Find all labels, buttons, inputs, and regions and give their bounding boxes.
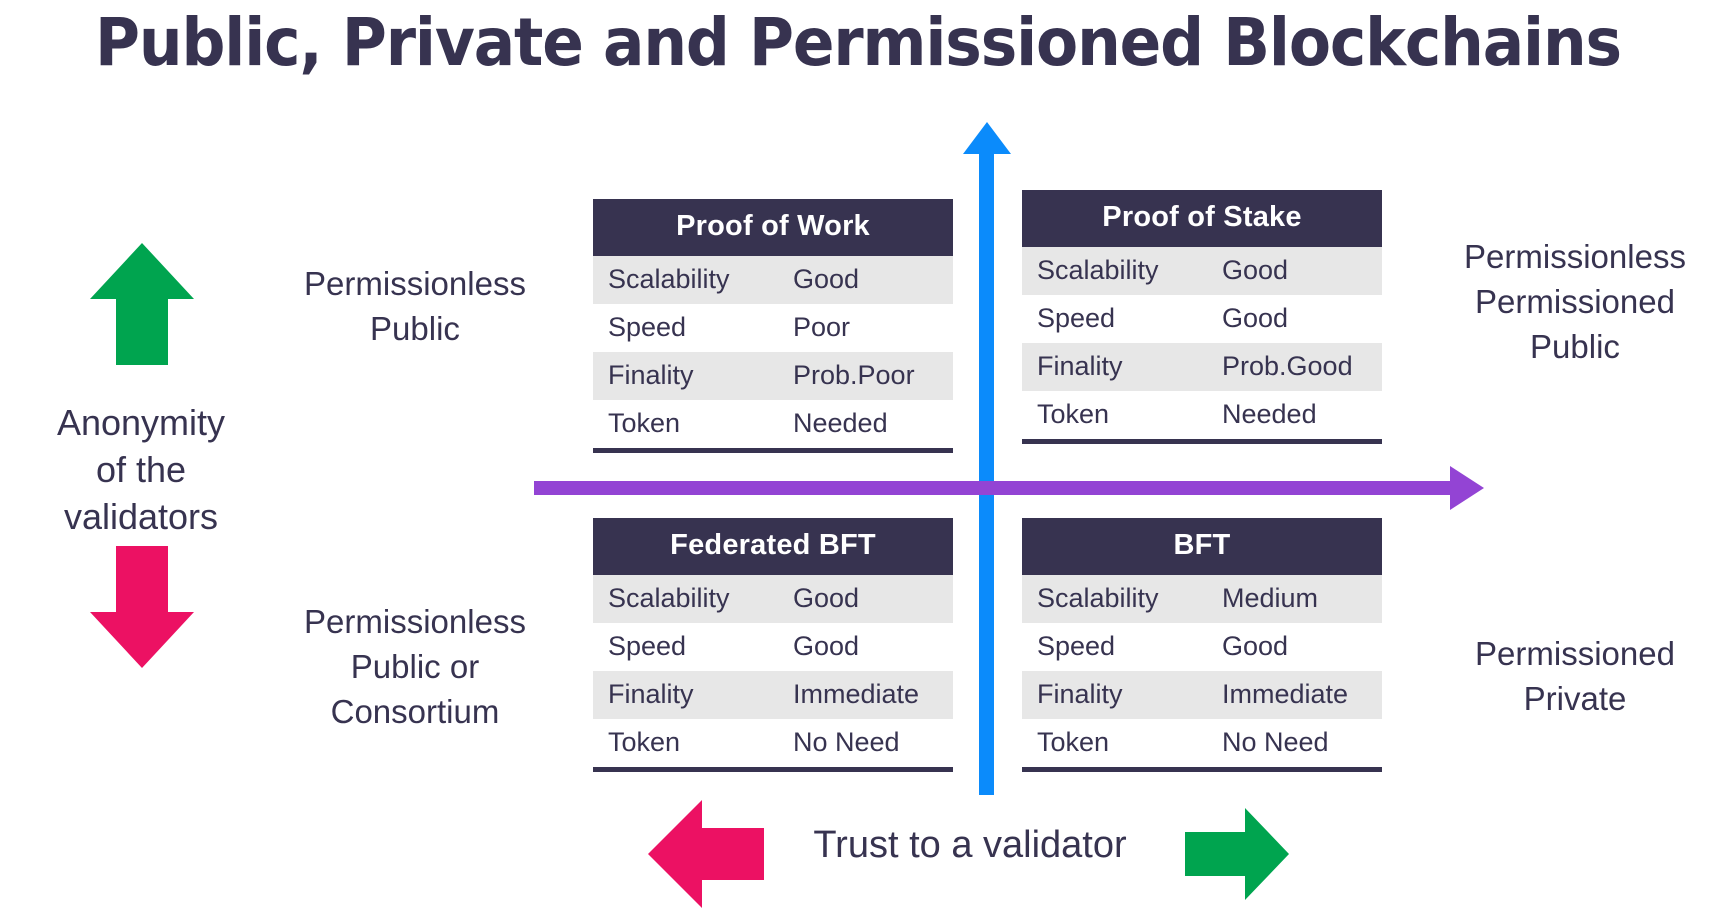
- row-label: Finality: [608, 360, 694, 390]
- row-label: Finality: [1037, 351, 1123, 381]
- arrow-left-icon: [648, 800, 764, 908]
- table-bottom-rule: [1022, 439, 1382, 444]
- table-bottom-rule: [593, 448, 953, 453]
- row-value: No Need: [793, 727, 900, 757]
- horizontal-axis-shaft: [534, 481, 1452, 495]
- row-label: Speed: [1037, 303, 1116, 333]
- table-header-federated-bft: Federated BFT: [593, 518, 953, 575]
- quadrant-label-top-right-line-2: Permissioned: [1475, 282, 1675, 320]
- table-row: Token No Need: [1022, 719, 1382, 767]
- row-value: Prob.Good: [1222, 351, 1353, 381]
- quadrant-label-bottom-left-line-1: Permissionless: [304, 603, 526, 640]
- row-label: Token: [608, 727, 681, 757]
- table-row: Scalability Good: [593, 575, 953, 623]
- table-row: Speed Good: [1022, 623, 1382, 671]
- quadrant-label-top-left-line-1: Permissionless: [304, 265, 526, 302]
- table-row: Finality Prob.Poor: [593, 352, 953, 400]
- horizontal-axis-arrowhead-icon: [1450, 466, 1484, 510]
- table-header-proof-of-work: Proof of Work: [593, 199, 953, 256]
- quadrant-label-top-right-line-3: Public: [1530, 327, 1620, 365]
- table-row: Speed Good: [593, 623, 953, 671]
- table-row: Token Needed: [1022, 391, 1382, 439]
- anonymity-line-3: validators: [63, 495, 219, 537]
- row-value: Needed: [793, 408, 888, 438]
- table-row: Scalability Medium: [1022, 575, 1382, 623]
- table-row: Token No Need: [593, 719, 953, 767]
- quadrant-label-bottom-left-line-3: Consortium: [330, 692, 500, 730]
- row-value: Needed: [1222, 399, 1317, 429]
- trust-axis-label: Trust to a validator: [813, 824, 1127, 866]
- arrow-down-icon: [90, 546, 194, 668]
- table-header-bft: BFT: [1022, 518, 1382, 575]
- table-header-proof-of-stake: Proof of Stake: [1022, 190, 1382, 247]
- row-value: Good: [1222, 631, 1289, 661]
- row-label: Finality: [608, 679, 694, 709]
- row-value: Medium: [1222, 583, 1319, 613]
- row-label: Scalability: [1037, 255, 1159, 285]
- row-value: Good: [1222, 255, 1289, 285]
- row-label: Finality: [1037, 679, 1123, 709]
- quadrant-label-bottom-left-line-2: Public or: [350, 647, 480, 685]
- page-title: Public, Private and Permissioned Blockch…: [95, 4, 1622, 81]
- table-bottom-rule: [593, 767, 953, 772]
- table-row: Token Needed: [593, 400, 953, 448]
- table-row: Scalability Good: [1022, 247, 1382, 295]
- row-value: Poor: [793, 312, 851, 342]
- quadrant-label-bottom-right-line-2: Private: [1523, 679, 1627, 717]
- row-value: Immediate: [793, 679, 920, 709]
- row-label: Speed: [608, 312, 687, 342]
- arrow-right-icon: [1185, 808, 1289, 900]
- row-label: Scalability: [608, 264, 730, 294]
- table-row: Finality Prob.Good: [1022, 343, 1382, 391]
- row-label: Speed: [608, 631, 687, 661]
- vertical-axis-arrowhead-icon: [963, 122, 1011, 154]
- table-row: Speed Good: [1022, 295, 1382, 343]
- row-label: Speed: [1037, 631, 1116, 661]
- row-label: Token: [1037, 399, 1110, 429]
- row-value: Good: [793, 583, 860, 613]
- quadrant-label-top-left-line-2: Public: [370, 309, 460, 347]
- arrow-up-icon: [90, 243, 194, 365]
- row-value: Immediate: [1222, 679, 1349, 709]
- quadrant-label-top-right-line-1: Permissionless: [1464, 238, 1686, 275]
- quadrant-label-bottom-right-line-1: Permissioned: [1475, 635, 1675, 672]
- table-row: Scalability Good: [593, 256, 953, 304]
- row-value: Prob.Poor: [793, 360, 915, 390]
- anonymity-line-2: of the: [95, 448, 187, 490]
- table-bottom-rule: [1022, 767, 1382, 772]
- vertical-axis-shaft: [979, 150, 994, 795]
- table-row: Finality Immediate: [1022, 671, 1382, 719]
- row-label: Scalability: [1037, 583, 1159, 613]
- row-value: Good: [1222, 303, 1289, 333]
- anonymity-line-1: Anonymity: [56, 402, 226, 443]
- row-value: No Need: [1222, 727, 1329, 757]
- row-label: Token: [1037, 727, 1110, 757]
- row-label: Token: [608, 408, 681, 438]
- row-value: Good: [793, 631, 860, 661]
- anonymity-axis-label: Anonymity of the validators: [16, 400, 266, 540]
- row-value: Good: [793, 264, 860, 294]
- table-row: Finality Immediate: [593, 671, 953, 719]
- row-label: Scalability: [608, 583, 730, 613]
- table-row: Speed Poor: [593, 304, 953, 352]
